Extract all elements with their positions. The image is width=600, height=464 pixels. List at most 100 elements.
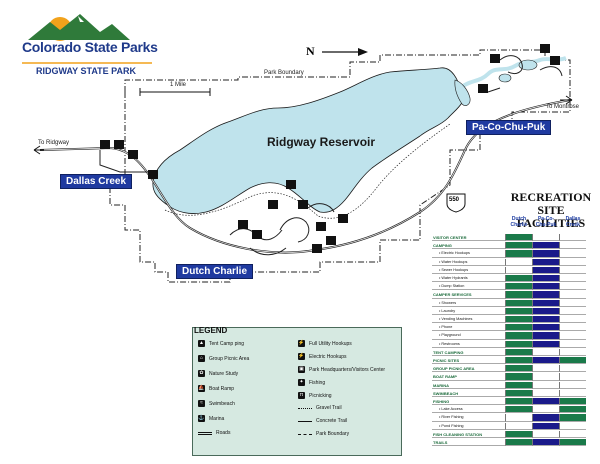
full-hookup-icon — [550, 56, 560, 65]
electric-hookup-icon: ⚡ — [298, 353, 305, 360]
table-row: • Playground — [432, 332, 587, 340]
legend-item: ▲ Tent Camp ping — [198, 340, 244, 347]
facility-cell — [559, 381, 586, 389]
table-row: SWIMBEACH — [432, 389, 587, 397]
group-picnic-icon: ⌂ — [198, 355, 205, 362]
legend-item: ⚡ Electric Hookups — [298, 353, 347, 360]
facility-cell — [532, 348, 559, 356]
facility-cell — [505, 250, 532, 258]
scale-bar — [139, 88, 211, 96]
site-label-dallas-creek[interactable]: Dallas Creek — [60, 174, 133, 189]
legend-item-label: Full Utility Hookups — [309, 340, 352, 347]
legend-title: LEGEND — [194, 326, 228, 335]
fishing-icon: ✦ — [298, 379, 305, 386]
arrow-to-ridgway-icon — [33, 145, 44, 155]
facility-name: • River Fishing — [432, 414, 505, 422]
reservoir-water — [152, 67, 464, 214]
facility-cell — [559, 406, 586, 414]
legend-item-label: Park Boundary — [316, 431, 350, 437]
legend-item-label: Nature Study — [209, 370, 239, 377]
legend-item-label: Group Picnic Area — [209, 355, 250, 362]
park-boundary-label: Park Boundary — [264, 70, 304, 76]
river — [458, 56, 567, 90]
legend-item-label: Picnicking — [309, 392, 332, 399]
legend-item-label: Marina — [209, 415, 225, 422]
facility-cell — [559, 373, 586, 381]
facility-cell — [505, 316, 532, 324]
facility-name: VISITOR CENTER — [432, 234, 505, 242]
facility-name: BOAT RAMP — [432, 373, 505, 381]
tent-icon: ▲ — [198, 340, 205, 347]
legend-item: ≈ Swimbeach — [198, 400, 235, 407]
facility-cell — [532, 258, 559, 266]
table-row: VISITOR CENTER — [432, 234, 587, 242]
legend-item-label: Swimbeach — [209, 400, 235, 407]
reservoir-label: Ridgway Reservoir — [267, 135, 376, 149]
facility-cell — [559, 340, 586, 348]
legend-item-label: Electric Hookups — [309, 353, 347, 360]
facility-cell — [559, 332, 586, 340]
facility-cell — [532, 398, 559, 406]
facility-cell — [505, 242, 532, 250]
facility-cell — [532, 266, 559, 274]
facility-cell — [532, 283, 559, 291]
facility-cell — [559, 307, 586, 315]
site-label-dutch-charlie[interactable]: Dutch Charlie — [176, 264, 254, 279]
facility-name: • Water Hydrants — [432, 275, 505, 283]
legend-item: Concrete Trail — [298, 418, 347, 424]
highway-number: 550 — [449, 197, 460, 203]
marina-icon — [326, 236, 336, 245]
legend-item: ⚡Full Utility Hookups — [298, 340, 352, 347]
table-row: FISH CLEANING STATION — [432, 430, 587, 438]
legend-item-label: Park Headquarters/Visitors Center — [309, 366, 386, 373]
legend-item-label: Concrete Trail — [316, 418, 348, 424]
group-picnic-icon — [338, 214, 348, 223]
site-label-pacochupuk[interactable]: Pa-Co-Chu-Puk — [466, 120, 552, 135]
facility-cell — [532, 299, 559, 307]
legend-item: Gravel Trail — [298, 405, 342, 411]
boat-ramp-icon: ⛵ — [198, 385, 205, 392]
picnicking-icon — [490, 54, 500, 63]
facility-name: GROUP PICNIC AREA — [432, 365, 505, 373]
facility-cell — [532, 242, 559, 250]
boat-ramp-icon — [286, 180, 296, 189]
scale-label: 1 Mile — [170, 82, 187, 88]
facility-cell — [505, 430, 532, 438]
facility-cell — [532, 430, 559, 438]
table-row: • River Fishing — [432, 414, 587, 422]
facility-name: • Pond Fishing — [432, 422, 505, 430]
column-header-line2: Charlie — [510, 222, 528, 228]
facility-cell — [532, 332, 559, 340]
facility-name: TRAILS — [432, 439, 505, 447]
park-boundary-line — [298, 433, 312, 435]
facilities-title: RECREATION SITE FACILITIES — [506, 191, 596, 230]
facility-cell — [505, 234, 532, 242]
facility-cell — [532, 389, 559, 397]
facility-cell — [559, 389, 586, 397]
legend-item-label: Tent Camp ping — [209, 340, 245, 347]
facility-cell — [559, 234, 586, 242]
facility-cell — [532, 381, 559, 389]
facility-cell — [559, 266, 586, 274]
facilities-title-line2: SITE FACILITIES — [516, 203, 586, 230]
facility-cell — [559, 439, 586, 447]
facility-cell — [505, 406, 532, 414]
north-label: N — [306, 44, 315, 58]
facility-cell — [559, 258, 586, 266]
facility-cell — [505, 357, 532, 365]
facility-cell — [532, 234, 559, 242]
legend-item: ▣Park Headquarters/Visitors Center — [298, 366, 385, 373]
legend-item: ⛵Boat Ramp — [198, 385, 234, 392]
column-header-line1: Pa-Co- — [537, 216, 555, 222]
facility-cell — [559, 365, 586, 373]
table-row: • Electric Hookups — [432, 250, 587, 258]
gravel-trail-line — [164, 123, 451, 219]
facility-name: • Water Hookups — [432, 258, 505, 266]
facility-cell — [559, 357, 586, 365]
pacochupuk-roads — [487, 55, 563, 93]
legend-item: Roads — [198, 430, 230, 436]
highway-shield-icon — [446, 193, 466, 213]
swim-beach-icon: ≈ — [198, 400, 205, 407]
